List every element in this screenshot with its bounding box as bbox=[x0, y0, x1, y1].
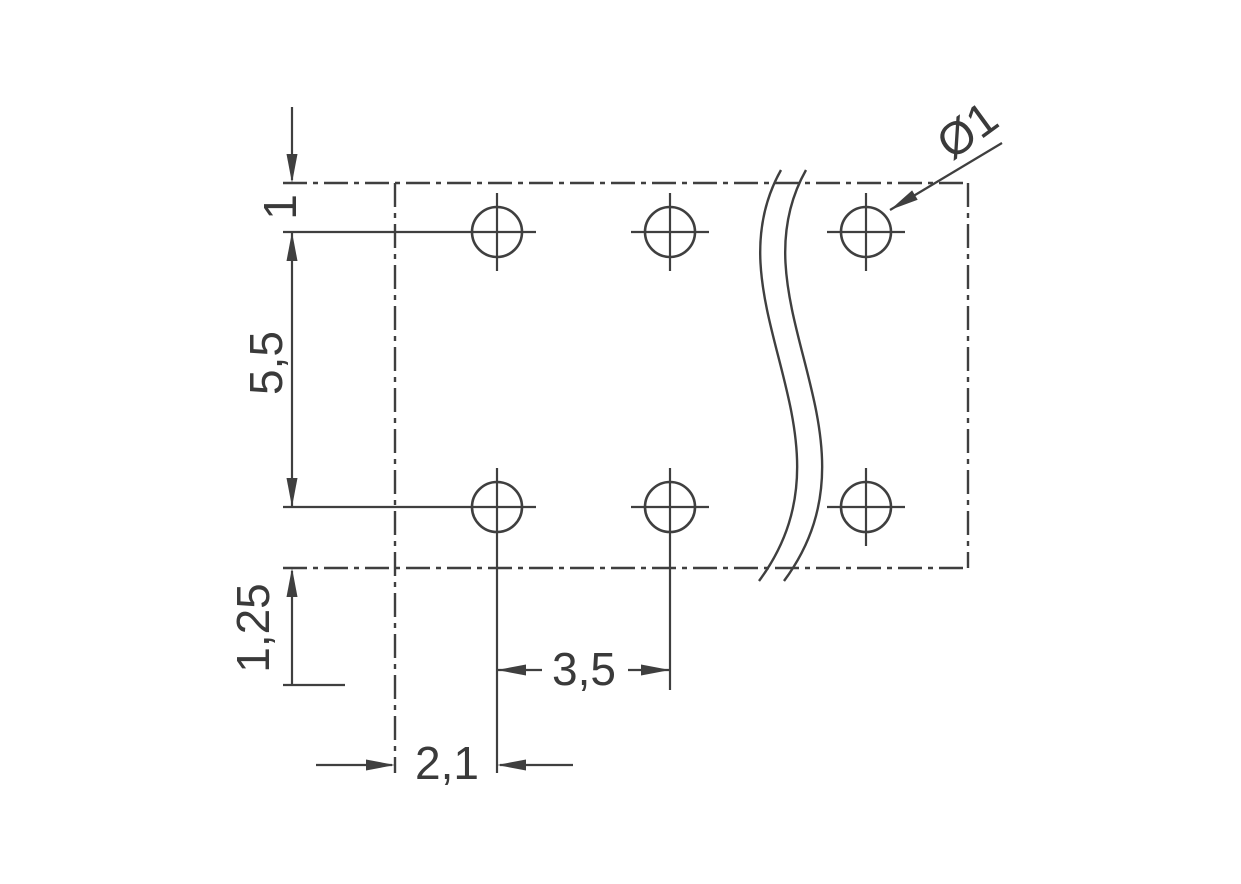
dim-label-top-offset: 1 bbox=[254, 194, 306, 220]
dim-label-bottom-offset: 1,25 bbox=[227, 583, 279, 673]
break-curve-left bbox=[758, 169, 799, 582]
hole bbox=[643, 205, 697, 259]
arrow-up-icon bbox=[286, 568, 298, 597]
dim-label-row-spacing: 5,5 bbox=[240, 331, 292, 395]
dimension-row-spacing: 5,5 bbox=[240, 232, 298, 507]
hole bbox=[470, 480, 524, 534]
arrow-left-icon bbox=[497, 759, 526, 771]
dimension-hole-pitch: 3,5 bbox=[497, 643, 670, 695]
callout-hole-diameter: Ø1 bbox=[889, 91, 1007, 211]
dimension-top-offset: 1 bbox=[254, 107, 306, 220]
arrow-left-icon bbox=[497, 664, 526, 676]
hole-diameter-label: Ø1 bbox=[927, 91, 1007, 169]
hole bbox=[643, 480, 697, 534]
arrow-up-icon bbox=[286, 232, 298, 261]
dim-label-hole-pitch: 3,5 bbox=[552, 643, 616, 695]
plate-outline bbox=[283, 181, 970, 773]
break-line bbox=[758, 169, 824, 582]
arrow-right-icon bbox=[366, 759, 395, 771]
dimension-edge-offset: 2,1 bbox=[316, 737, 573, 789]
arrow-right-icon bbox=[641, 664, 670, 676]
hole bbox=[839, 205, 893, 259]
hole bbox=[839, 480, 893, 534]
dim-label-edge-offset: 2,1 bbox=[415, 737, 479, 789]
hole bbox=[470, 205, 524, 259]
break-curve-right bbox=[783, 169, 824, 582]
holes bbox=[470, 205, 893, 534]
arrow-down-icon bbox=[286, 154, 298, 183]
dimension-bottom-offset: 1,25 bbox=[227, 568, 345, 687]
arrow-down-icon bbox=[286, 478, 298, 507]
arrow-leader-icon bbox=[890, 190, 918, 210]
